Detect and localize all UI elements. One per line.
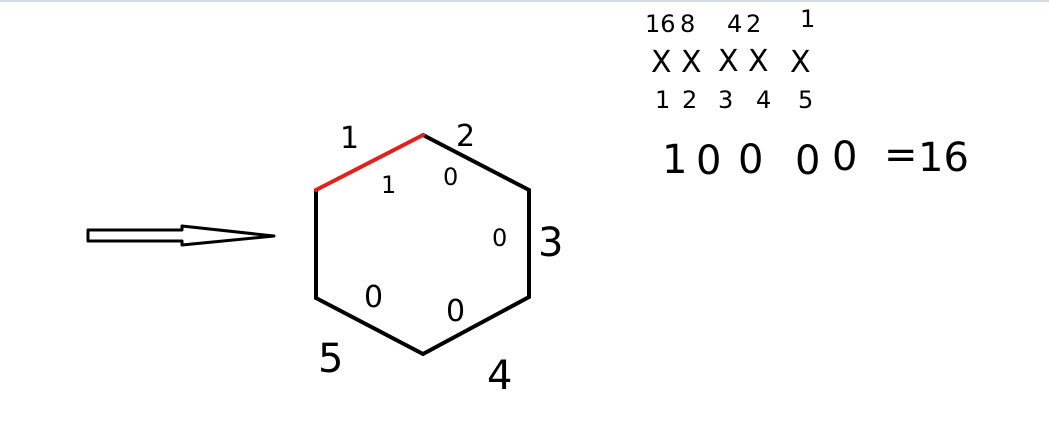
equation-equals: = <box>884 132 918 178</box>
mark-4: X <box>748 44 769 79</box>
mark-5: X <box>790 45 811 80</box>
weight-4: 4 <box>727 10 742 38</box>
position-2: 2 <box>682 86 697 114</box>
weight-8: 8 <box>680 10 695 38</box>
mark-2: X <box>681 45 702 80</box>
position-1: 1 <box>655 86 670 114</box>
mark-1: X <box>651 45 672 80</box>
equation-digit-2: 0 <box>696 138 721 184</box>
hexagon-shape <box>314 133 531 356</box>
weight-16: 16 <box>645 10 676 38</box>
hexagon-edge-2 <box>421 133 531 192</box>
equation-digit-1: 1 <box>662 137 687 183</box>
edge-label-4: 4 <box>487 353 512 399</box>
window-top-border <box>0 0 1049 2</box>
weight-1: 1 <box>800 5 815 33</box>
hexagon-edge-4 <box>421 295 531 356</box>
edge-value-2: 0 <box>443 163 458 191</box>
edge-value-3: 0 <box>492 224 507 252</box>
edge-value-1: 1 <box>381 171 396 199</box>
equation-digit-3: 0 <box>738 137 763 183</box>
position-4: 4 <box>756 86 771 114</box>
hexagon-edge-1-highlighted <box>314 133 425 192</box>
equation-result: 16 <box>918 135 969 181</box>
mark-3: X <box>718 44 739 79</box>
edge-value-5: 0 <box>364 280 383 315</box>
right-arrow-icon <box>86 224 276 247</box>
position-3: 3 <box>718 86 733 114</box>
position-5: 5 <box>798 86 813 114</box>
edge-label-2: 2 <box>456 119 475 154</box>
edge-label-3: 3 <box>538 220 563 266</box>
hexagon-edge-5 <box>314 296 425 356</box>
edge-label-5: 5 <box>318 336 343 382</box>
edge-label-1: 1 <box>340 121 359 156</box>
equation-digit-4: 0 <box>795 138 820 184</box>
weight-2: 2 <box>746 10 761 38</box>
equation-digit-5: 0 <box>832 134 857 180</box>
edge-value-4: 0 <box>446 294 465 329</box>
